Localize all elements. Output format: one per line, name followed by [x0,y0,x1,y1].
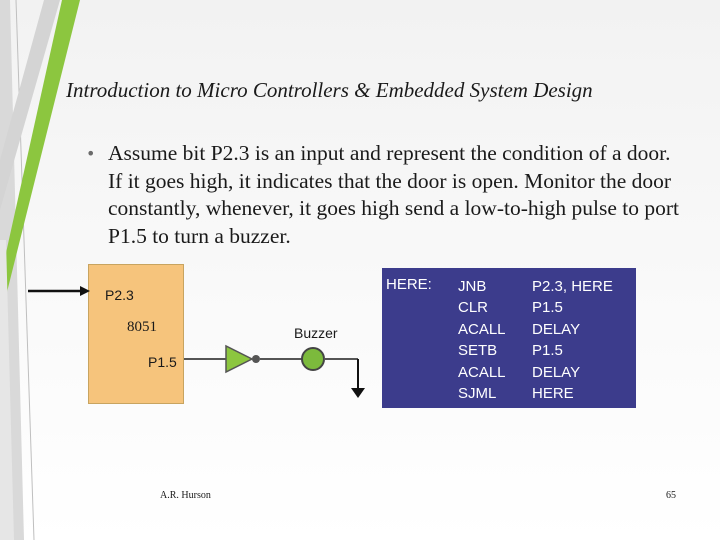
junction-dot-icon [252,355,260,363]
code-op: SETB [458,342,498,360]
code-arg: DELAY [532,320,581,338]
bullet-item: • Assume bit P2.3 is an input and repres… [86,140,686,250]
microcontroller-block [88,264,184,404]
bullet-text: Assume bit P2.3 is an input and represen… [108,141,679,248]
page-number: 65 [666,490,676,501]
buffer-triangle-icon [225,344,254,374]
output-pin-label: P1.5 [148,354,177,370]
buzzer-label: Buzzer [294,325,338,341]
slide-title: Introduction to Micro Controllers & Embe… [66,78,593,102]
code-op: ACALL [458,320,506,338]
code-operands: P2.3, HERE P1.5 DELAY P1.5 DELAY HERE [532,276,613,404]
ground-arrow-icon [351,388,365,398]
footer-author: A.R. Hurson [160,490,211,501]
input-arrow-icon [80,286,90,296]
chip-name-label: 8051 [127,319,157,335]
code-arg: P2.3, HERE [532,278,613,295]
code-op: JNB [458,278,487,295]
bullet-dot-icon: • [86,144,96,163]
code-arg: P1.5 [532,342,563,360]
assembly-code-box: HERE: JNB CLR ACALL SETB ACALL SJML P2.3… [382,268,636,408]
input-pin-label: P2.3 [105,287,134,303]
buzzer-icon [301,347,325,371]
code-arg: DELAY [532,363,581,381]
code-arg: P1.5 [532,299,563,317]
code-arg: HERE [532,385,574,403]
code-op: SJML [458,385,497,403]
code-opcodes: JNB CLR ACALL SETB ACALL SJML [458,276,506,404]
code-op: ACALL [458,363,506,381]
code-label: HERE: [386,276,432,293]
code-op: CLR [458,299,489,317]
